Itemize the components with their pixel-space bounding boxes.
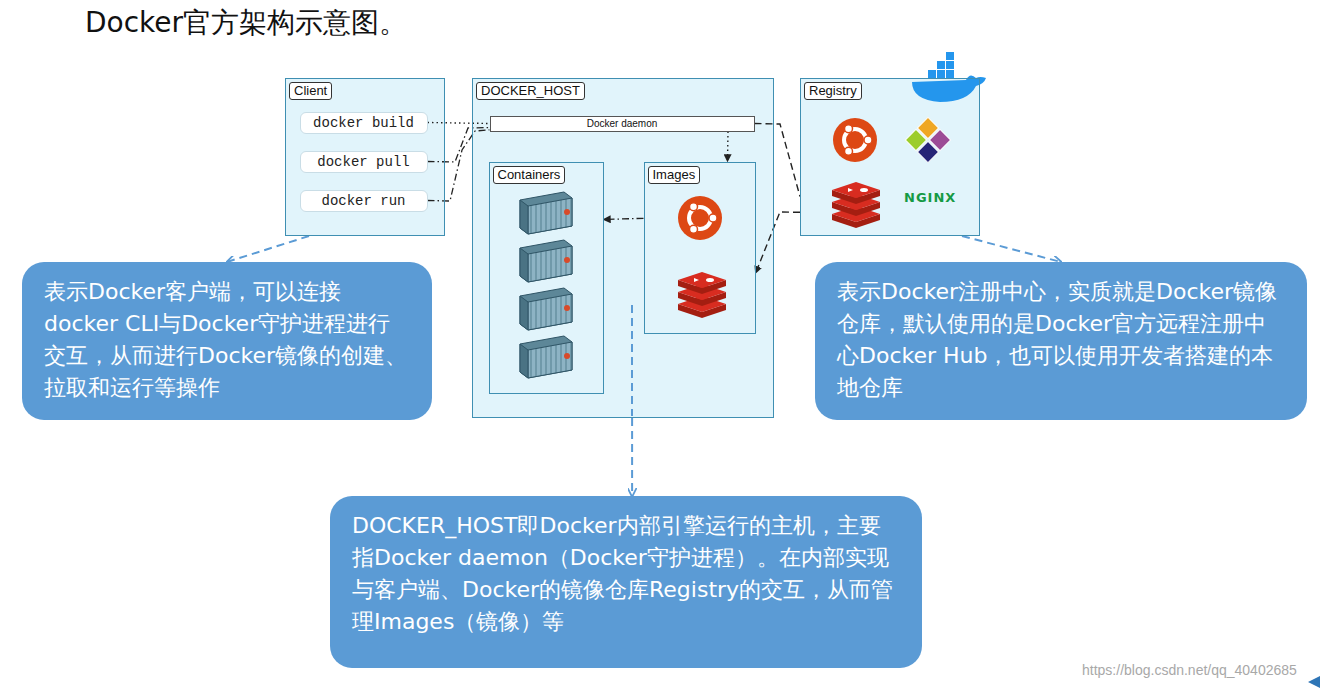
node-text: docker pull (317, 154, 409, 170)
connector (756, 212, 801, 273)
connector (755, 124, 801, 197)
daemon-bar: Docker daemon (490, 116, 755, 132)
callout-box: DOCKER_HOST即Docker内部引擎运行的主机，主要指Docker da… (330, 496, 922, 668)
connector (428, 130, 490, 201)
callout-text: DOCKER_HOST即Docker内部引擎运行的主机，主要指Docker da… (352, 510, 902, 638)
host-box: DOCKER_HOST Docker daemonContainers Images (472, 78, 774, 418)
node-text: Docker daemon (587, 118, 658, 129)
box-heading: DOCKER_HOST (476, 82, 585, 100)
command-pill: docker run (300, 190, 428, 212)
connector (428, 123, 490, 124)
containers-box: Containers (489, 162, 604, 394)
callout-box: 表示Docker客户端，可以连接docker CLI与Docker守护进程进行交… (22, 262, 432, 420)
box-fill (489, 162, 604, 394)
connector (727, 132, 729, 162)
box-fill (472, 78, 774, 418)
logo-text: NGINX (904, 190, 956, 205)
node-text: docker run (321, 193, 405, 209)
command-pill: docker build (300, 112, 428, 134)
client-box: Client docker build docker pull docker run (285, 78, 445, 236)
registry-box: Registry (800, 78, 980, 236)
box-heading: Registry (804, 82, 862, 100)
box-fill (644, 162, 756, 334)
box-fill (800, 78, 980, 236)
connector (962, 236, 1061, 262)
box-heading: Containers (493, 166, 566, 184)
callout-box: 表示Docker注册中心，实质就是Docker镜像仓库，默认使用的是Docker… (815, 262, 1307, 420)
watermark: https://blog.csdn.net/qq_40402685 (1082, 662, 1297, 678)
connector (631, 418, 633, 496)
callout-text: 表示Docker注册中心，实质就是Docker镜像仓库，默认使用的是Docker… (837, 276, 1287, 404)
box-heading: Images (648, 166, 701, 184)
diagram-title: Docker官方架构示意图。 (85, 4, 407, 42)
box-heading: Client (289, 82, 332, 100)
connector (604, 218, 644, 219)
command-pill: docker pull (300, 151, 428, 173)
connector (227, 236, 309, 262)
node-text: docker build (313, 115, 414, 131)
connector (428, 128, 490, 163)
images-box: Images (644, 162, 756, 334)
callout-text: 表示Docker客户端，可以连接docker CLI与Docker守护进程进行交… (44, 276, 412, 404)
box-fill (285, 78, 445, 236)
